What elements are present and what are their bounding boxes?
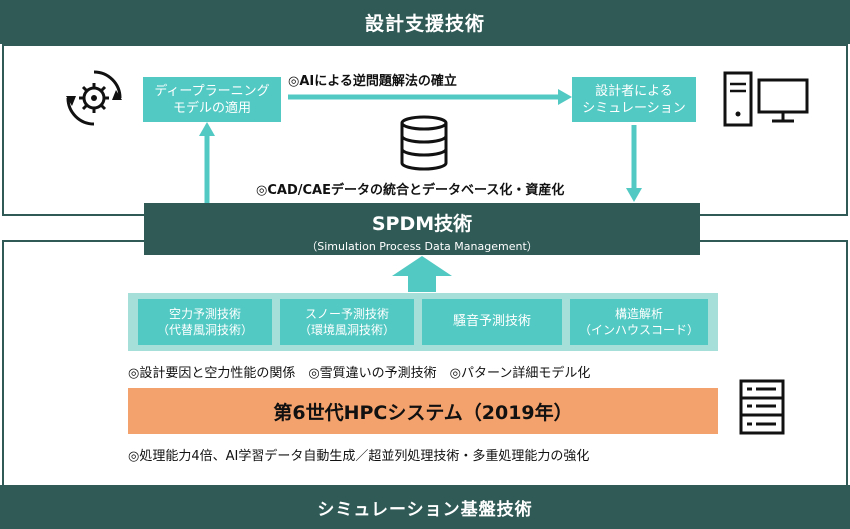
tech-aero-prediction: 空力予測技術 （代替風洞技術） bbox=[138, 299, 272, 345]
tech-row: 空力予測技術 （代替風洞技術） スノー予測技術 （環境風洞技術） 騒音予測技術 … bbox=[128, 293, 718, 351]
hpc-system-bar: 第6世代HPCシステム（2019年） bbox=[128, 388, 718, 434]
designer-simulation-box: 設計者による シミュレーション bbox=[572, 77, 696, 122]
cad-cae-caption: ◎CAD/CAEデータの統合とデータベース化・資産化 bbox=[256, 183, 565, 198]
spdm-title: SPDM技術 bbox=[371, 213, 473, 235]
spdm-subtitle: （Simulation Process Data Management） bbox=[306, 240, 538, 253]
database-icon bbox=[400, 115, 448, 171]
deep-learning-box: ディープラーニング モデルの適用 bbox=[143, 77, 281, 122]
gear-cycle-icon bbox=[66, 70, 122, 126]
server-icon bbox=[739, 379, 785, 435]
tech-bullets: ◎設計要因と空力性能の関係 ◎雪質違いの予測技術 ◎パターン詳細モデル化 bbox=[128, 366, 591, 381]
tech-noise-prediction: 騒音予測技術 bbox=[422, 299, 562, 345]
computer-icon bbox=[723, 71, 809, 127]
tech-structural-analysis: 構造解析 （インハウスコード） bbox=[570, 299, 708, 345]
hpc-bullets: ◎処理能力4倍、AI学習データ自動生成／超並列処理技術・多重処理能力の強化 bbox=[128, 449, 590, 464]
tech-snow-prediction: スノー予測技術 （環境風洞技術） bbox=[280, 299, 414, 345]
spdm-box: SPDM技術 （Simulation Process Data Manageme… bbox=[144, 203, 700, 255]
ai-inverse-caption: ◎AIによる逆問題解法の確立 bbox=[288, 74, 457, 89]
footer-title: シミュレーション基盤技術 bbox=[0, 485, 850, 529]
header-title: 設計支援技術 bbox=[0, 0, 850, 44]
